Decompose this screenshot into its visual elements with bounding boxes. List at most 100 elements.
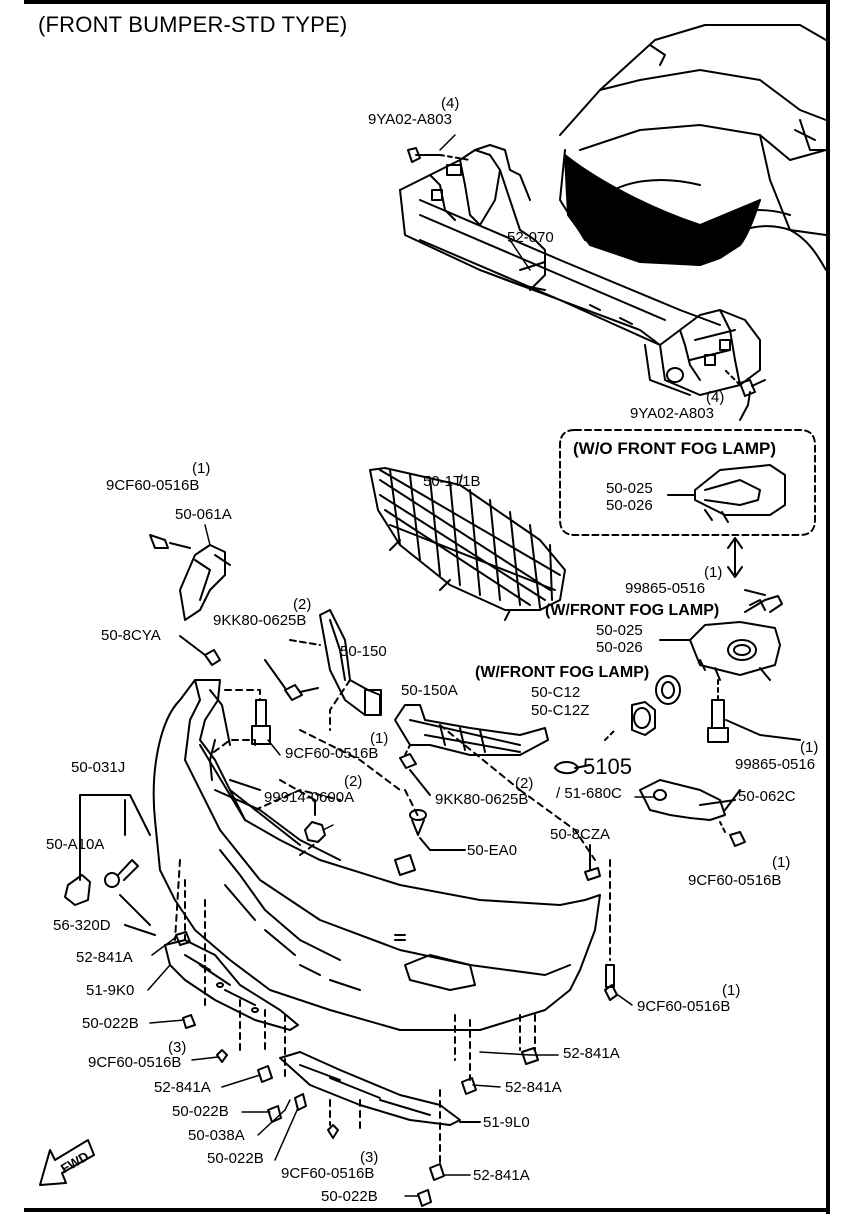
qty-label: (1) bbox=[704, 564, 723, 581]
part-number-label: 50-1T1B bbox=[423, 473, 481, 490]
part-number-label: 9KK80-0625B bbox=[435, 791, 529, 808]
wo-fog-lamp-heading: (W/O FRONT FOG LAMP) bbox=[573, 439, 777, 458]
bolt-9cf60-c bbox=[719, 821, 746, 847]
diagram-title: (FRONT BUMPER-STD TYPE) bbox=[38, 12, 348, 37]
clip-50-8cza bbox=[584, 867, 601, 881]
bolt-9ya02-right bbox=[724, 369, 766, 421]
part-number-label: 9CF60-0516B bbox=[285, 745, 379, 762]
part-number-label: 99914-0600A bbox=[264, 789, 355, 806]
qty-label: (1) bbox=[722, 982, 741, 999]
leader-50-8cya bbox=[179, 635, 206, 656]
part-number-label: 50-C12Z bbox=[531, 702, 590, 719]
under-cover-51-9l0 bbox=[279, 1051, 481, 1126]
part-number-label: 50-061A bbox=[175, 506, 232, 523]
qty-label: (4) bbox=[441, 95, 460, 112]
part-number-label: 9YA02-A803 bbox=[368, 111, 452, 128]
part-number-label: 50-8CZA bbox=[550, 826, 611, 843]
qty-label: (1) bbox=[370, 730, 389, 747]
part-number-label: 50-A10A bbox=[46, 836, 105, 853]
part-number-label: 50-062C bbox=[738, 788, 796, 805]
vehicle-illustration bbox=[559, 24, 827, 271]
nut-99914 bbox=[304, 799, 326, 843]
fasteners-bottom bbox=[175, 931, 618, 1207]
top-border bbox=[24, 0, 830, 4]
part-number-label: 50-038A bbox=[188, 1127, 245, 1144]
leader-lines bbox=[147, 134, 656, 1197]
clip-50-ea0 bbox=[409, 809, 466, 851]
part-number-label: 52-841A bbox=[154, 1079, 211, 1096]
part-number-label: 99865-0516 bbox=[625, 580, 706, 597]
part-number-label: 50-022B bbox=[321, 1188, 378, 1205]
part-number-label: 50-025 bbox=[596, 622, 643, 639]
fog-cover-with-lamp bbox=[689, 621, 781, 681]
part-number-label: 50-150A bbox=[401, 682, 458, 699]
fog-cover-wo-lamp bbox=[694, 464, 786, 523]
part-number-label: 52-841A bbox=[76, 949, 133, 966]
screw-99865-top bbox=[744, 589, 783, 613]
under-cover-51-9k0 bbox=[164, 939, 299, 1031]
part-number-label: 50-022B bbox=[82, 1015, 139, 1032]
bumper-reinforcement-52-070 bbox=[399, 144, 761, 396]
bottom-border bbox=[24, 1208, 830, 1212]
part-number-label: 9CF60-0516B bbox=[688, 872, 782, 889]
part-number-label: 51-9K0 bbox=[86, 982, 135, 999]
screw-99865-bottom bbox=[707, 679, 801, 743]
part-number-label: 50-022B bbox=[207, 1150, 264, 1167]
qty-label: (2) bbox=[344, 773, 363, 790]
part-number-label: 9KK80-0625B bbox=[213, 612, 307, 629]
part-number-label: 9CF60-0516B bbox=[637, 998, 731, 1015]
part-number-label: 9CF60-0516B bbox=[106, 477, 200, 494]
bracket-50-031j bbox=[79, 794, 151, 881]
clip-50-8cya bbox=[204, 649, 221, 666]
qty-label: (2) bbox=[515, 775, 534, 792]
part-number-label: 9CF60-0516B bbox=[88, 1054, 182, 1071]
fog-lamp-50-c12 bbox=[604, 675, 681, 741]
part-number-label: 50-026 bbox=[606, 497, 653, 514]
part-number-label: 5105 bbox=[583, 754, 632, 779]
part-number-label: 50-026 bbox=[596, 639, 643, 656]
qty-label: (1) bbox=[800, 739, 819, 756]
part-number-label: 52-841A bbox=[563, 1045, 620, 1062]
right-border bbox=[826, 0, 830, 1214]
w-fog-lamp-heading: (W/FRONT FOG LAMP) bbox=[545, 602, 720, 619]
part-number-label: 51-9L0 bbox=[483, 1114, 530, 1131]
tow-hook bbox=[104, 859, 139, 888]
qty-label: (3) bbox=[168, 1039, 187, 1056]
bulb-5105 bbox=[554, 761, 591, 775]
part-number-label: 50-EA0 bbox=[467, 842, 518, 859]
fwd-arrow-label: FWD bbox=[58, 1148, 91, 1176]
bracket-50-150a bbox=[394, 704, 549, 756]
part-number-label: 50-150 bbox=[340, 643, 387, 660]
part-number-label: 9CF60-0516B bbox=[281, 1165, 375, 1182]
qty-label: (1) bbox=[192, 460, 211, 477]
part-number-label: 50-025 bbox=[606, 480, 653, 497]
bolt-9cf60-b bbox=[251, 699, 271, 745]
alternate-arrow bbox=[727, 537, 743, 578]
qty-label: (4) bbox=[706, 389, 725, 406]
part-number-label: 52-070 bbox=[507, 229, 554, 246]
w-fog-lamp-heading: (W/FRONT FOG LAMP) bbox=[475, 664, 650, 681]
qty-label: (3) bbox=[360, 1149, 379, 1166]
bracket-50-062c bbox=[639, 779, 741, 821]
wo-fog-lamp-box bbox=[559, 429, 816, 536]
part-number-label: 56-320D bbox=[53, 917, 111, 934]
part-number-label: 50-031J bbox=[71, 759, 126, 776]
bolt-9kk80-b bbox=[399, 744, 431, 796]
assembly-dash-lines bbox=[174, 679, 611, 1166]
bolt-9kk80-a bbox=[264, 639, 321, 701]
front-bumper-fascia bbox=[152, 679, 601, 1031]
bracket-50-061a bbox=[149, 534, 231, 621]
part-number-label: 50-C12 bbox=[531, 684, 581, 701]
fwd-arrow bbox=[39, 1139, 95, 1186]
part-number-label: / 51-680C bbox=[556, 785, 622, 802]
vehicle-grille-fill bbox=[564, 154, 761, 266]
part-number-label: 52-841A bbox=[473, 1167, 530, 1184]
bolt-9ya02-top bbox=[407, 147, 471, 163]
upper-grille-50-1t1b bbox=[369, 467, 566, 621]
part-number-label: 50-8CYA bbox=[101, 627, 161, 644]
part-number-label: 52-841A bbox=[505, 1079, 562, 1096]
leader-56-320d bbox=[119, 894, 156, 936]
tow-hook-cover bbox=[64, 874, 91, 906]
part-number-label: 9YA02-A803 bbox=[630, 405, 714, 422]
